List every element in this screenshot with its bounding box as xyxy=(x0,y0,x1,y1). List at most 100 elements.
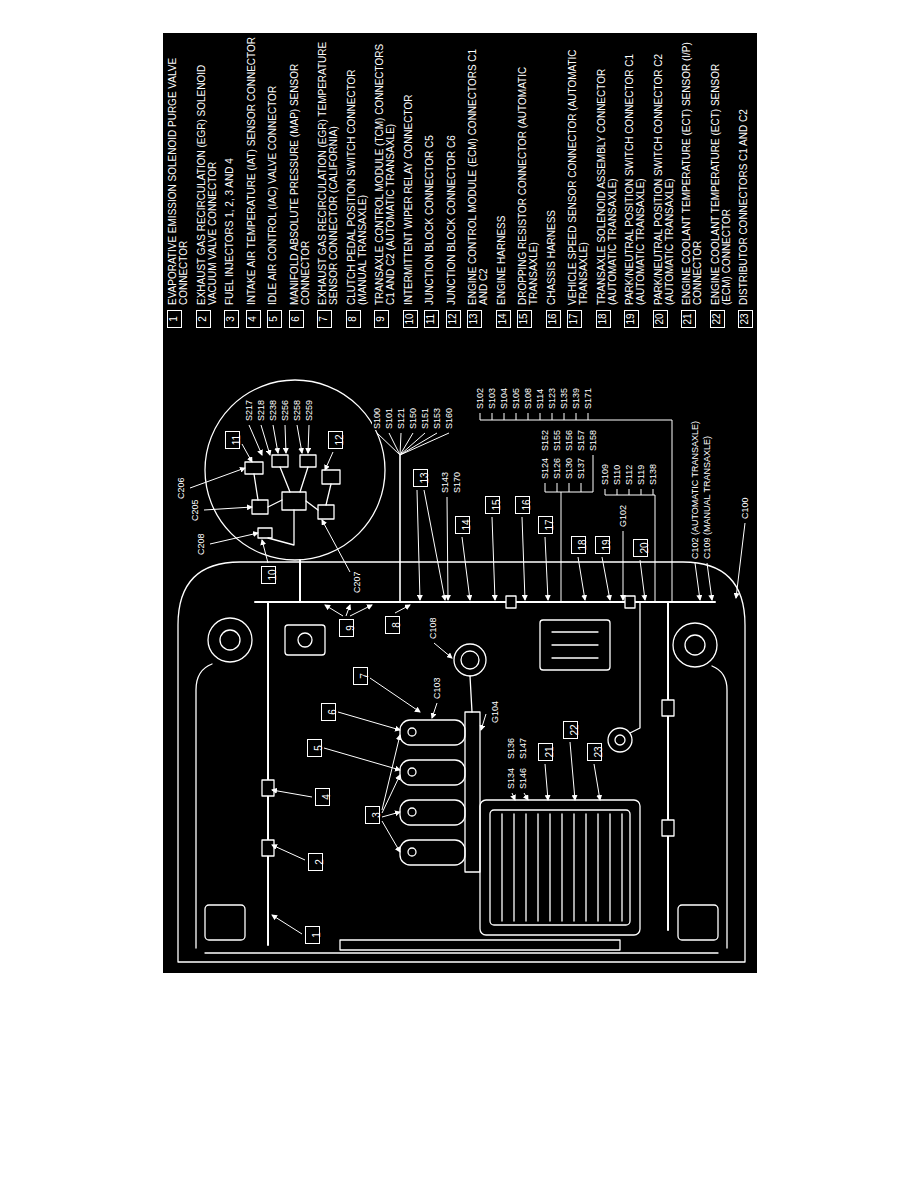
connector-label: S100 xyxy=(372,407,383,430)
part-description: TRANSAXLE CONTROL MODULE (TCM) CONNECTOR… xyxy=(374,35,396,305)
connector-label: S112 xyxy=(624,464,635,486)
connector-label: S103 xyxy=(487,387,498,410)
bumper-line xyxy=(205,952,718,953)
connector-label: C206 xyxy=(176,476,187,500)
connector-label: S134 xyxy=(506,767,517,790)
legend-item: 9TRANSAXLE CONTROL MODULE (TCM) CONNECTO… xyxy=(374,35,396,328)
harness-wire xyxy=(255,601,715,603)
leader-line xyxy=(308,425,309,453)
leader-line xyxy=(350,605,372,616)
headlight xyxy=(205,905,245,940)
connector-label: S104 xyxy=(499,387,510,410)
connector-label: S139 xyxy=(571,387,582,410)
headlight xyxy=(678,905,718,940)
connector-label: S136 xyxy=(506,737,517,760)
legend-item: 18TRANSAXLE SOLENOID ASSEMBLY CONNECTOR … xyxy=(596,35,618,328)
part-description: INTAKE AIR TEMPERATURE (IAT) SENSOR CONN… xyxy=(246,35,257,305)
connector-label: S153 xyxy=(432,407,443,430)
legend-item: 19PARK/NEUTRAL POSITION SWITCH CONNECTOR… xyxy=(624,35,646,328)
connector-label: S259 xyxy=(304,399,315,422)
part-description: PARK/NEUTRAL POSITION SWITCH CONNECTOR C… xyxy=(624,35,646,305)
harness-connector xyxy=(262,840,274,856)
part-description: IDLE AIR CONTROL (IAC) VALVE CONNECTOR xyxy=(267,35,278,305)
connector-label: G104 xyxy=(490,700,501,724)
connector-label: S151 xyxy=(420,407,431,430)
legend-item: 16CHASSIS HARNESS xyxy=(546,35,561,328)
callout-number: 17 xyxy=(544,519,557,530)
part-description: JUNCTION BLOCK CONNECTOR C6 xyxy=(446,35,457,305)
distributor xyxy=(615,735,625,745)
reservoir xyxy=(298,633,312,647)
connector-label: S152 xyxy=(540,429,551,452)
legend-item: 13ENGINE CONTROL MODULE (ECM) CONNECTORS… xyxy=(467,35,489,328)
connector-block xyxy=(322,470,340,484)
leader-line xyxy=(249,425,262,455)
detail-inset xyxy=(205,380,385,560)
part-description: INTERMITTENT WIPER RELAY CONNECTOR xyxy=(403,35,414,305)
connector-label: S155 xyxy=(552,429,563,452)
injector xyxy=(408,768,416,776)
part-description: EXHAUST GAS RECIRCULATION (EGR) SOLENOID… xyxy=(196,35,218,305)
part-description: ENGINE CONTROL MODULE (ECM) CONNECTORS C… xyxy=(467,35,489,305)
callout-number: 8 xyxy=(346,310,361,328)
connector-label: C207 xyxy=(352,570,363,594)
connector-label: S238 xyxy=(268,399,279,422)
callout-number: 18 xyxy=(596,310,611,328)
leader-line xyxy=(545,537,548,600)
leader-line xyxy=(602,557,610,600)
connector-label: C100 xyxy=(740,496,751,520)
callout-number: 20 xyxy=(653,310,668,328)
leader-line xyxy=(570,742,575,800)
callout-number: 7 xyxy=(317,310,332,328)
callout-box: 13 xyxy=(413,469,428,487)
leader-line xyxy=(272,915,302,934)
connector-label: G102 xyxy=(618,504,629,528)
callout-box: 23 xyxy=(587,743,602,761)
battery-ribs xyxy=(552,632,598,658)
splice-leaders xyxy=(605,489,653,495)
legend-item: 10INTERMITTENT WIPER RELAY CONNECTOR xyxy=(403,35,418,328)
leader-line xyxy=(297,425,302,453)
leader-line xyxy=(325,452,333,470)
legend-item: 15DROPPING RESISTOR CONNECTOR (AUTOMATIC… xyxy=(517,35,539,328)
connector-label: S124 xyxy=(540,457,551,480)
strut-tower xyxy=(685,635,705,655)
callout-number: 11 xyxy=(424,310,439,328)
valve-cover-ribs xyxy=(502,814,622,921)
callout-number: 6 xyxy=(289,310,304,328)
leader-line xyxy=(190,468,245,488)
callout-box: 12 xyxy=(328,431,343,449)
injector xyxy=(408,728,416,736)
junction-block xyxy=(282,492,306,510)
callout-number: 22 xyxy=(710,310,725,328)
connector-label: S135 xyxy=(559,387,570,410)
part-description: DROPPING RESISTOR CONNECTOR (AUTOMATIC T… xyxy=(517,35,539,305)
connector-label: S138 xyxy=(648,463,659,486)
injector xyxy=(408,808,416,816)
connector-label: S126 xyxy=(552,457,563,480)
leader-line xyxy=(273,425,278,453)
connector-block xyxy=(272,455,288,467)
legend-item: 21ENGINE COOLANT TEMPERATURE (ECT) SENSO… xyxy=(681,35,703,328)
part-description: MANIFOLD ABSOLUTE PRESSURE (MAP) SENSOR … xyxy=(289,35,311,305)
connector-label: C208 xyxy=(196,532,207,556)
leader-line xyxy=(594,764,600,800)
connector-label: S147 xyxy=(518,737,529,760)
leader-line xyxy=(338,712,400,730)
leader-line xyxy=(623,531,624,600)
connector-label: S119 xyxy=(636,464,647,486)
connector-label: C108 xyxy=(428,616,439,640)
harness-wire xyxy=(267,602,269,945)
leader-line xyxy=(325,605,343,616)
leader-line xyxy=(462,537,470,600)
splice-bus xyxy=(561,492,562,602)
callout-number: 5 xyxy=(313,745,326,751)
legend-item: 6 MANIFOLD ABSOLUTE PRESSURE (MAP) SENSOR… xyxy=(289,35,311,328)
leader-line xyxy=(695,563,700,600)
connector-label: S158 xyxy=(588,429,599,452)
intake-plenum xyxy=(465,712,480,872)
harness-connector xyxy=(506,596,516,608)
part-description: ENGINE COOLANT TEMPERATURE (ECT) SENSOR … xyxy=(681,35,703,305)
connector-label: S160 xyxy=(444,407,455,430)
connector-label: C205 xyxy=(190,498,201,522)
